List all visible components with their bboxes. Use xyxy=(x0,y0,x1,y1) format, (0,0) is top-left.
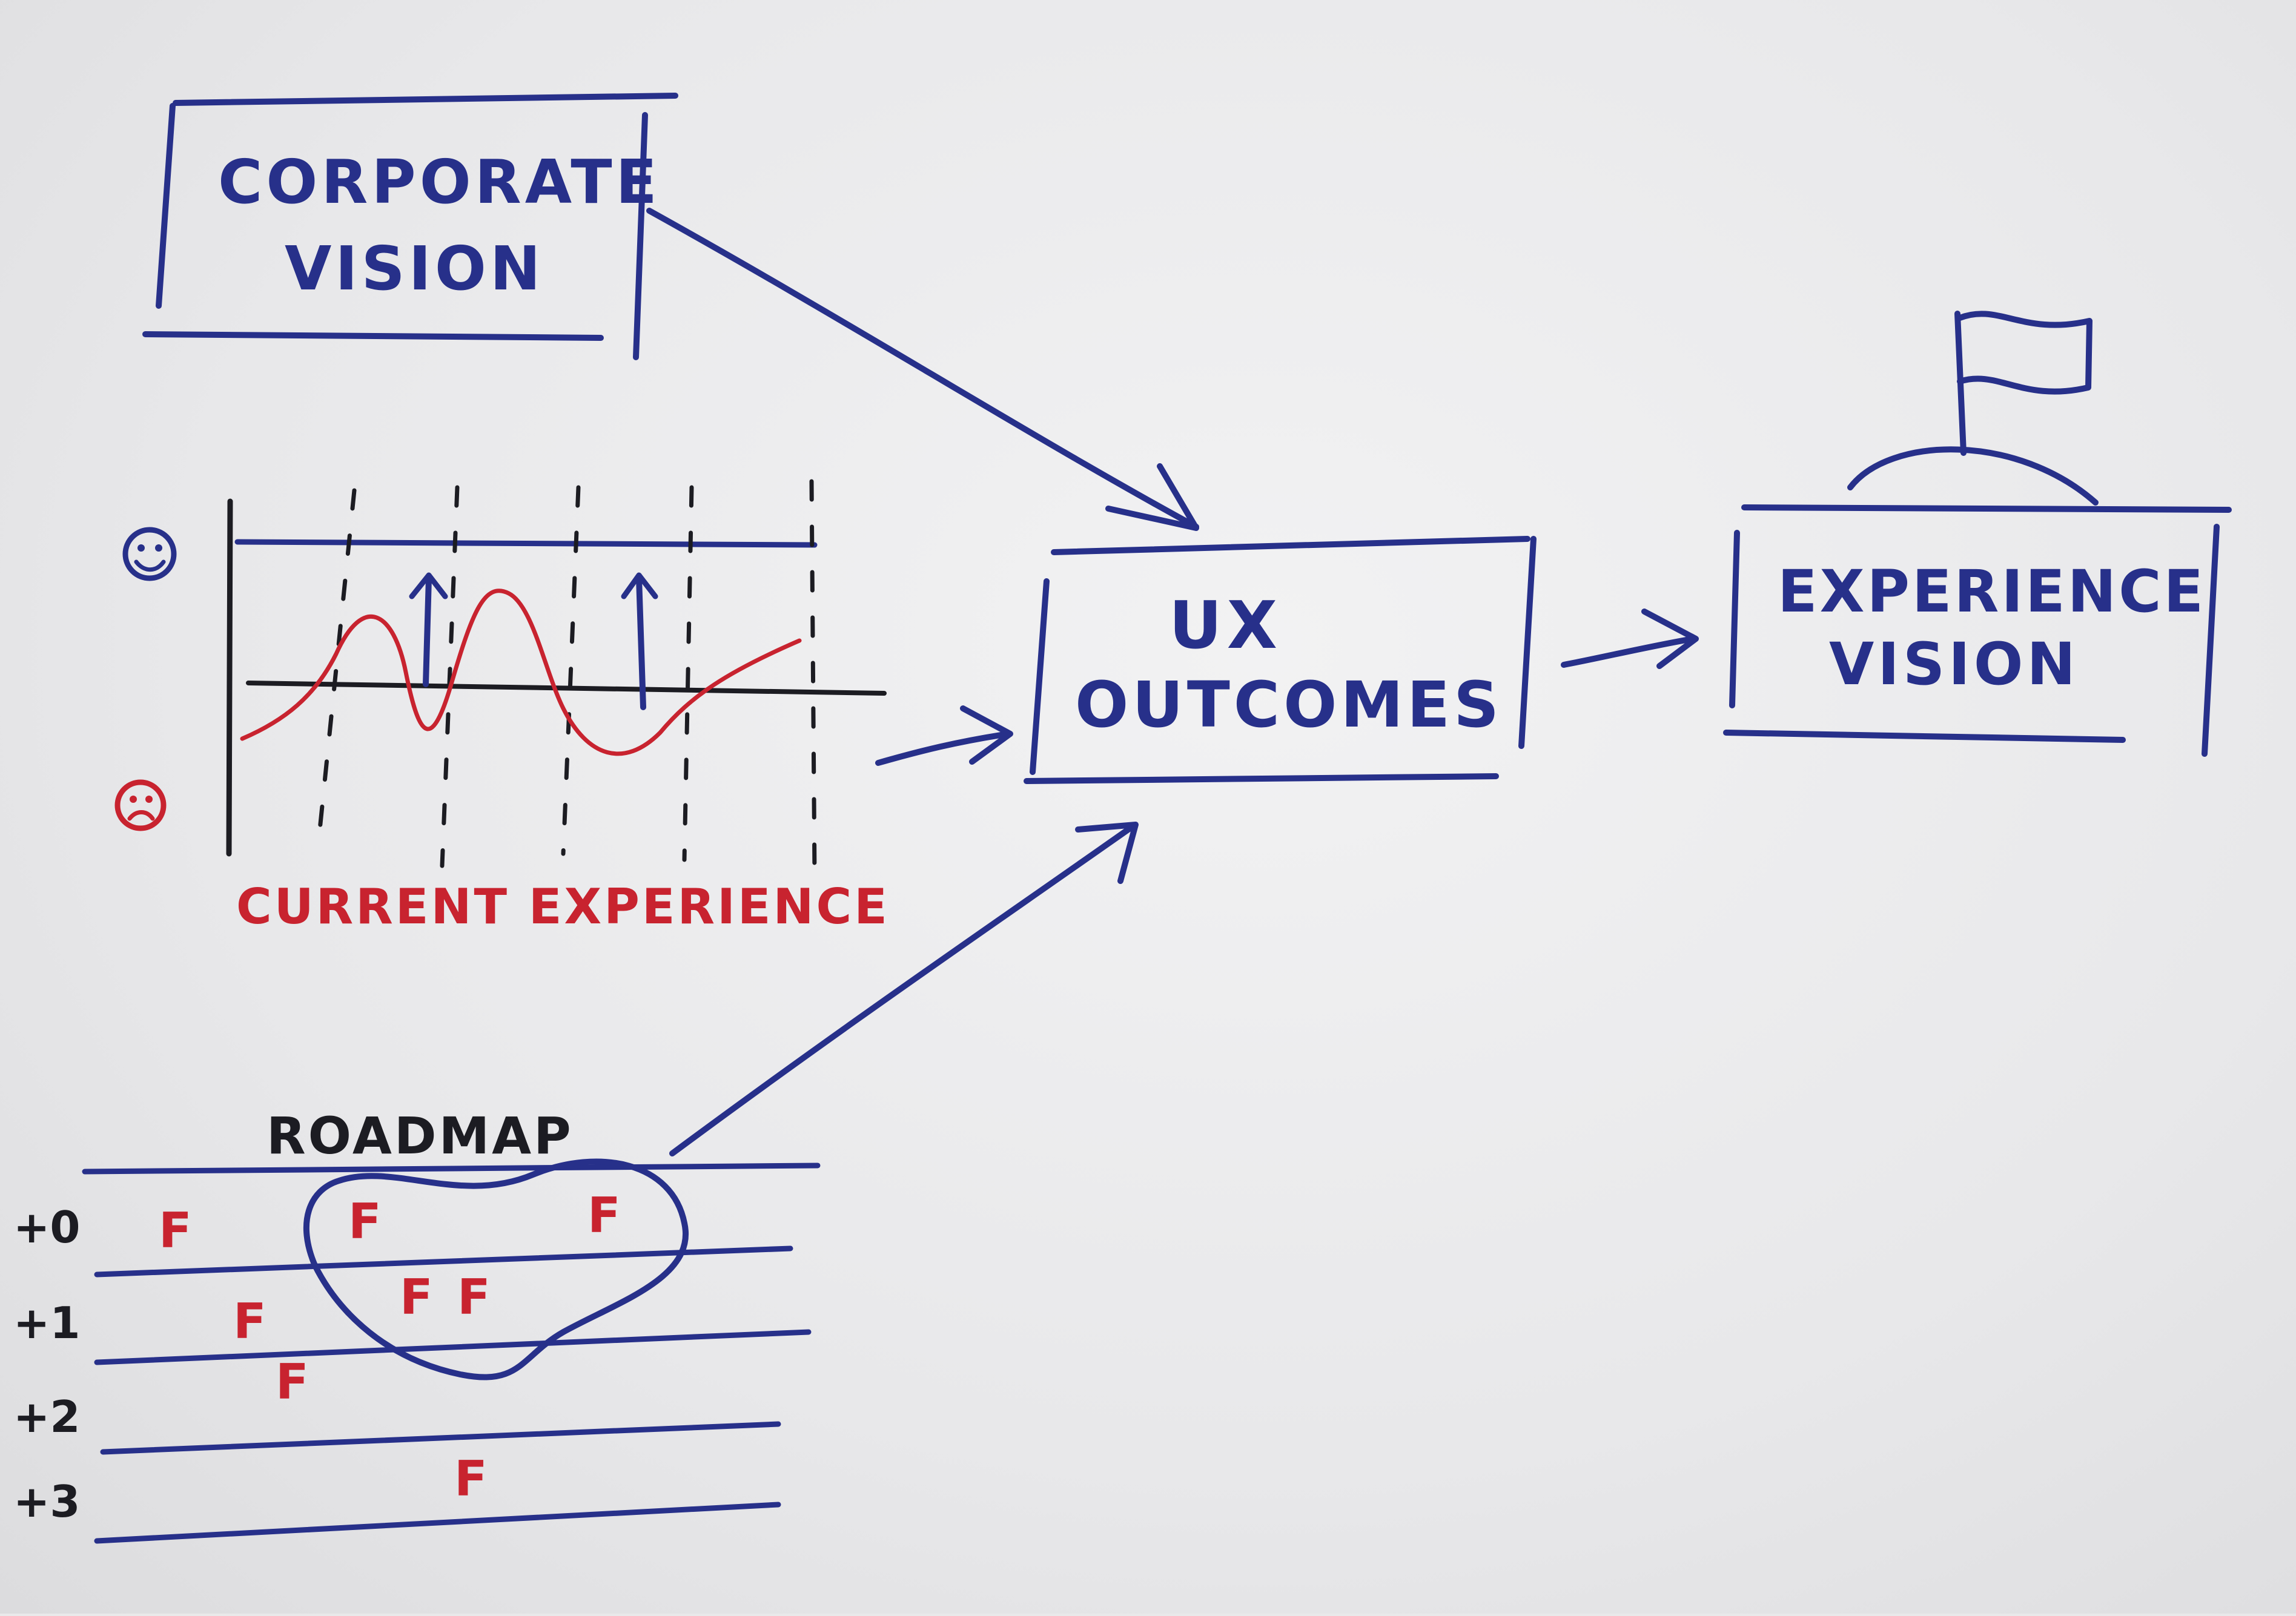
stage-divider xyxy=(440,485,460,868)
feature-mark: F xyxy=(457,1269,491,1325)
roadmap-row-label: +1 xyxy=(13,1298,80,1348)
arrowhead xyxy=(1105,463,1199,531)
arrowhead xyxy=(1641,608,1699,669)
arrowhead xyxy=(409,572,448,599)
arrow-icon xyxy=(875,731,1011,766)
box-edge xyxy=(1729,530,1740,708)
chart-axis-horizontal xyxy=(246,681,887,696)
roadmap-lane-line xyxy=(94,1502,781,1544)
roadmap-lane-line xyxy=(100,1421,781,1455)
happy-face-icon xyxy=(122,527,177,581)
hill-outline xyxy=(1847,446,2099,506)
experience-vision-line1: EXPERIENCE xyxy=(1778,558,2206,625)
box-edge xyxy=(1030,578,1050,775)
roadmap-row-label: +0 xyxy=(13,1202,80,1253)
corporate-vision-line2: VISION xyxy=(285,233,544,304)
stage-divider xyxy=(682,485,694,862)
corporate-vision-line1: CORPORATE xyxy=(218,147,661,217)
box-edge xyxy=(173,93,678,106)
roadmap-row-label: +3 xyxy=(13,1476,80,1527)
box-edge xyxy=(633,112,648,360)
arrow-ux-to-experience xyxy=(1561,608,1699,669)
sad-face-icon xyxy=(114,779,167,831)
roadmap-title: ROADMAP xyxy=(266,1106,574,1166)
improvement-arrow xyxy=(636,575,646,710)
box-edge xyxy=(156,103,176,309)
arrow-roadmap-to-ux xyxy=(669,822,1139,1156)
ux-outcomes-box: UX OUTCOMES xyxy=(1024,536,1537,784)
current-experience-caption: CURRENT EXPERIENCE xyxy=(236,879,890,935)
ux-outcomes-line2: OUTCOMES xyxy=(1075,668,1503,742)
box-edge xyxy=(1741,504,2232,513)
arrowhead xyxy=(1075,822,1139,884)
stage-divider xyxy=(809,479,817,877)
arrow-icon xyxy=(669,823,1136,1156)
arrow-icon xyxy=(646,208,1199,530)
feature-mark: F xyxy=(454,1451,488,1507)
current-experience-chart: CURRENT EXPERIENCE xyxy=(114,479,890,935)
roadmap-lane-line xyxy=(94,1245,793,1278)
box-edge xyxy=(1024,773,1499,784)
corporate-vision-box: CORPORATE VISION xyxy=(142,93,678,360)
feature-mark: F xyxy=(587,1187,621,1244)
feature-mark: F xyxy=(276,1354,309,1410)
roadmap: ROADMAP +0 +1 +2 +3 F F F F F F F F xyxy=(13,1106,821,1544)
arrow-current-to-ux xyxy=(875,705,1013,766)
experience-curve xyxy=(240,589,802,756)
feature-mark: F xyxy=(159,1202,192,1259)
stage-divider xyxy=(316,488,357,850)
improvement-arrow xyxy=(423,575,432,687)
feature-mark: F xyxy=(400,1269,433,1325)
box-edge xyxy=(1051,536,1530,555)
box-edge xyxy=(1723,730,2126,743)
feature-group-outline xyxy=(303,1158,689,1380)
box-edge xyxy=(142,331,604,341)
flag-icon xyxy=(1957,311,2093,395)
ux-outcomes-line1: UX xyxy=(1169,588,1282,664)
chart-axis-vertical xyxy=(226,498,233,857)
experience-vision-box: EXPERIENCE VISION xyxy=(1723,311,2232,757)
experience-vision-line2: VISION xyxy=(1829,630,2079,698)
arrowhead xyxy=(621,572,658,599)
arrow-icon xyxy=(1561,636,1696,668)
roadmap-lane-line xyxy=(94,1329,812,1365)
roadmap-row-label: +2 xyxy=(13,1391,80,1442)
target-line xyxy=(234,539,818,548)
roadmap-lane-line xyxy=(82,1163,821,1175)
box-edge xyxy=(2202,524,2220,757)
stage-divider xyxy=(561,485,581,856)
arrowhead xyxy=(960,705,1013,765)
arrow-corporate-to-ux xyxy=(646,208,1199,531)
feature-mark: F xyxy=(233,1293,266,1350)
feature-mark: F xyxy=(348,1193,382,1250)
box-edge xyxy=(1518,536,1537,749)
